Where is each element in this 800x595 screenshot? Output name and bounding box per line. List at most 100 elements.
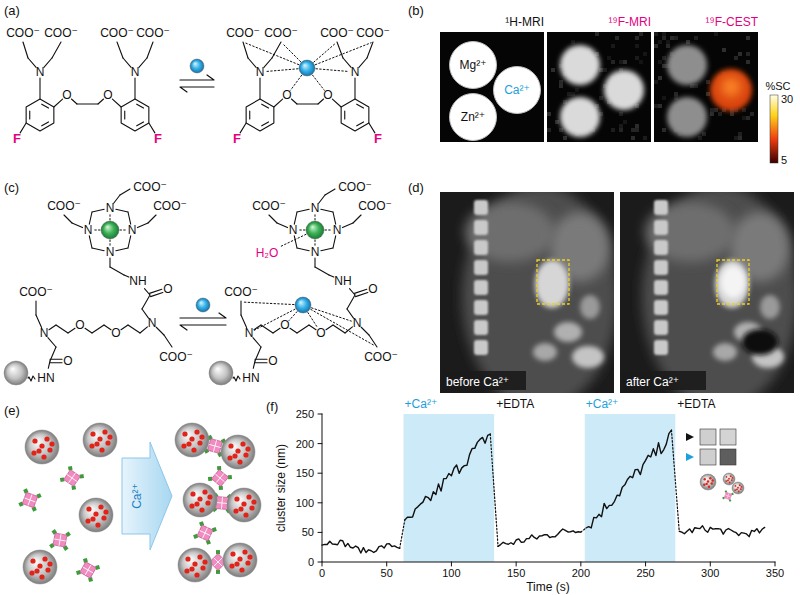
double-bond [137, 104, 144, 108]
atom-label: O [103, 89, 112, 101]
data-gap [581, 528, 586, 532]
surface-dot [239, 567, 244, 572]
surface-dot [90, 516, 95, 521]
linker-core [22, 492, 37, 507]
atom-label: N [311, 246, 320, 258]
atom-label: N [128, 224, 137, 236]
body [642, 192, 794, 393]
linker-core [212, 470, 229, 487]
equilibrium-arrow [180, 313, 226, 318]
bond-line [269, 215, 277, 223]
nanoparticle [700, 474, 716, 490]
noise-pixel [662, 32, 666, 36]
atom-label: COO⁻ [136, 27, 170, 39]
bond-line [333, 325, 345, 333]
event-label: +Ca²⁺ [405, 398, 438, 410]
noise-pixel [750, 112, 754, 116]
bond-line [48, 338, 56, 347]
coordination-line [245, 43, 299, 65]
bond-line [319, 195, 325, 203]
noise-pixel [710, 108, 714, 112]
surface-dot [199, 434, 204, 439]
coordination-line [254, 309, 295, 330]
surface-dot [197, 554, 202, 559]
atom-label: COO⁻ [226, 27, 260, 39]
image-panel: ¹H-MRIMg²⁺Zn²⁺Ca²⁺ [440, 32, 544, 142]
coordination-line [291, 75, 302, 90]
noise-pixel [559, 80, 563, 84]
surface-dot [708, 485, 710, 487]
atom-label: HN [37, 372, 54, 384]
linker-core [215, 496, 228, 509]
surface-dot [34, 568, 39, 573]
free-chelator [20, 42, 155, 133]
noise-pixel [643, 52, 647, 56]
surface-dot [189, 436, 194, 441]
double-bond [249, 111, 250, 119]
nanoparticle [83, 423, 117, 457]
vertebra [474, 260, 488, 275]
bond-line [290, 328, 297, 333]
noise-pixel [563, 136, 567, 140]
bond-line [333, 236, 336, 248]
noise-pixel [694, 84, 698, 88]
vertebra [654, 200, 668, 215]
noise-pixel [547, 112, 551, 116]
surface-dot [44, 436, 49, 441]
surface-dot [243, 452, 248, 457]
noise-pixel [674, 36, 678, 40]
bond-line [353, 215, 361, 223]
bond-line [20, 123, 26, 133]
surface-dot [736, 488, 738, 490]
surface-dot [105, 440, 110, 445]
nanoparticle [183, 483, 217, 517]
bond-line [48, 361, 50, 368]
tick-label: 150 [507, 568, 525, 579]
atom-label: COO⁻ [224, 286, 258, 298]
bond-line [49, 325, 56, 330]
noise-pixel [710, 112, 714, 116]
process-arrow [122, 442, 172, 550]
bound-sensor [209, 189, 377, 385]
noise-pixel [674, 96, 678, 100]
colorbar-title: %SC [765, 81, 790, 92]
coordination-line [314, 43, 336, 62]
vertebra [654, 340, 668, 355]
bead [4, 361, 28, 385]
kidney [715, 260, 749, 308]
bond-line [294, 236, 297, 248]
axis-title: cluster size (nm) [275, 444, 287, 532]
atom-label: N [84, 224, 93, 236]
surface-dot [238, 506, 243, 511]
inset-image [720, 449, 736, 465]
surface-dot [194, 572, 199, 577]
atom-label: COO⁻ [100, 27, 134, 39]
atom-label: N [245, 327, 254, 339]
surface-dot [731, 479, 733, 481]
linker-core [197, 525, 213, 541]
noise-pixel [730, 112, 734, 116]
double-bond [356, 293, 368, 297]
surface-dot [237, 556, 242, 561]
linker-core [22, 492, 37, 507]
signal-blob [560, 97, 600, 137]
vertebra [654, 240, 668, 255]
inset-image [720, 429, 736, 445]
noise-pixel [746, 116, 750, 120]
noise-pixel [639, 60, 643, 64]
tick-mark [516, 562, 517, 566]
surface-dot [102, 429, 107, 434]
noise-pixel [571, 40, 575, 44]
coordination-line [316, 69, 349, 72]
bond-line [156, 327, 164, 335]
noise-pixel [722, 48, 726, 52]
bond-line [321, 248, 333, 251]
data-line [322, 540, 400, 553]
surface-dot [49, 441, 54, 446]
bond-line [259, 78, 260, 99]
equilibrium-arrow [180, 87, 214, 92]
signal-blob [560, 45, 600, 85]
noise-pixel [635, 36, 639, 40]
surface-dot [103, 509, 108, 514]
